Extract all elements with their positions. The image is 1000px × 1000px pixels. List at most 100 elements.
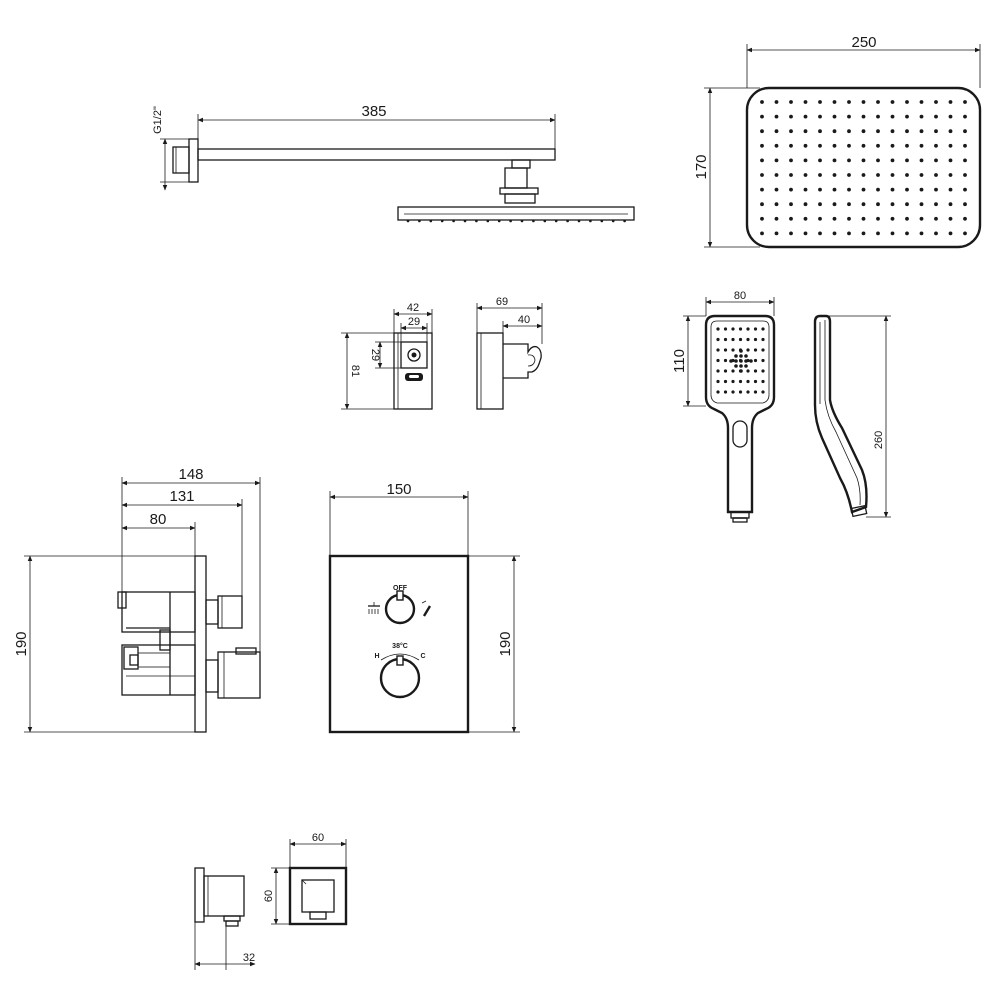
spray-dot <box>731 390 735 394</box>
nozzle-dot <box>934 158 938 163</box>
nozzle-dot <box>760 216 764 221</box>
nozzle-dot <box>818 129 822 134</box>
center-spray-dot <box>734 364 738 368</box>
nozzle-dot <box>948 158 953 163</box>
nozzle-dot <box>905 129 909 134</box>
nozzle-dot <box>948 143 953 148</box>
nozzle-dot <box>905 114 909 119</box>
spray-dot <box>731 369 735 373</box>
nozzle-dot <box>543 219 547 223</box>
nozzle-dot <box>847 129 851 134</box>
nozzle-dot <box>486 219 490 223</box>
nozzle-dot <box>847 231 851 236</box>
holder-width-inner-label: 29 <box>408 316 420 328</box>
nozzle-dot <box>774 143 779 148</box>
spray-dot <box>761 337 765 342</box>
center-spray-dot <box>739 359 743 363</box>
holder-side-inner-label: 40 <box>518 314 530 326</box>
nozzle-dot <box>919 173 924 177</box>
nozzle-dot <box>847 143 851 148</box>
spray-dot <box>738 390 743 394</box>
outlet-depth-label: 32 <box>243 952 255 964</box>
plate-width-label: 150 <box>386 481 411 498</box>
nozzle-dot <box>948 100 953 104</box>
nozzle-dot <box>948 173 953 177</box>
temp-label: 38°C <box>392 642 408 650</box>
spray-dot <box>753 358 758 363</box>
valve-depth-mid-label: 131 <box>169 488 194 505</box>
nozzle-dot <box>832 216 837 221</box>
nozzle-dot <box>963 158 967 163</box>
nozzle-dot <box>406 219 410 223</box>
nozzle-dot <box>554 219 558 223</box>
nozzle-dot <box>463 219 467 223</box>
spray-dot <box>746 369 750 373</box>
nozzle-dot <box>818 158 822 163</box>
nozzle-dot <box>876 143 880 148</box>
nozzle-dot <box>774 216 779 221</box>
nozzle-dot <box>818 114 822 119</box>
hand-shower-icon <box>421 600 432 617</box>
nozzle-dot <box>789 187 793 192</box>
nozzle-dot <box>905 202 909 207</box>
center-spray-dot <box>739 364 743 368</box>
nozzle-dot <box>418 219 421 223</box>
spray-dot <box>723 348 728 352</box>
nozzle-dot <box>876 158 880 163</box>
holder-width-total-label: 42 <box>407 302 419 314</box>
nozzle-dot <box>890 216 895 221</box>
hand-shower-front-view: 80 110 <box>671 290 776 523</box>
nozzle-dot <box>774 187 779 192</box>
center-spray-dot <box>739 349 743 353</box>
nozzle-dot <box>948 129 953 134</box>
nozzle-dot <box>760 100 764 104</box>
nozzle-dot <box>905 143 909 148</box>
holder-side-total-label: 69 <box>496 296 508 308</box>
valve-side-view: 148 131 80 190 <box>13 466 261 733</box>
nozzle-dot <box>876 100 880 104</box>
control-plate-front-view: OFF 38°C H C 150 190 <box>328 481 520 734</box>
holder-side-view: 69 40 <box>476 296 543 410</box>
spray-dot <box>753 337 758 342</box>
nozzle-dot <box>963 216 967 221</box>
valve-depth-total-label: 148 <box>178 466 203 483</box>
nozzle-dot <box>440 219 444 223</box>
off-label: OFF <box>393 585 408 592</box>
center-spray-dot <box>734 359 738 363</box>
spray-dot <box>731 379 735 384</box>
nozzle-dot <box>876 231 880 236</box>
nozzle-dot <box>934 114 938 119</box>
nozzle-dot <box>847 216 851 221</box>
nozzle-dot <box>876 187 880 192</box>
holder-front-view: 42 29 29 81 <box>341 302 433 410</box>
spray-dot <box>716 390 720 394</box>
spray-dot <box>723 369 728 373</box>
nozzle-dot <box>890 100 895 104</box>
spray-dot <box>723 390 728 394</box>
nozzle-dot <box>774 114 779 119</box>
nozzle-dot <box>890 129 895 134</box>
nozzle-dot <box>832 158 837 163</box>
nozzle-dot <box>760 143 764 148</box>
nozzle-dot <box>934 202 938 207</box>
spray-dot <box>716 327 720 331</box>
nozzle-dot <box>789 114 793 119</box>
spray-dot <box>753 327 758 331</box>
spray-dot <box>761 390 765 394</box>
nozzle-dot <box>789 143 793 148</box>
nozzle-dot <box>934 231 938 236</box>
nozzle-dot <box>861 173 866 177</box>
center-spray-dot <box>729 359 733 363</box>
center-spray-dot <box>739 354 743 358</box>
nozzle-dot <box>818 202 822 207</box>
nozzle-dot <box>789 202 793 207</box>
spray-dot <box>746 390 750 394</box>
valve-plate-height-label: 190 <box>13 631 30 656</box>
spray-dot <box>761 358 765 363</box>
nozzle-dot <box>789 100 793 104</box>
nozzle-dot <box>905 231 909 236</box>
hand-total-length-label: 260 <box>873 431 885 449</box>
nozzle-dot <box>919 202 924 207</box>
nozzle-dot <box>520 219 524 223</box>
